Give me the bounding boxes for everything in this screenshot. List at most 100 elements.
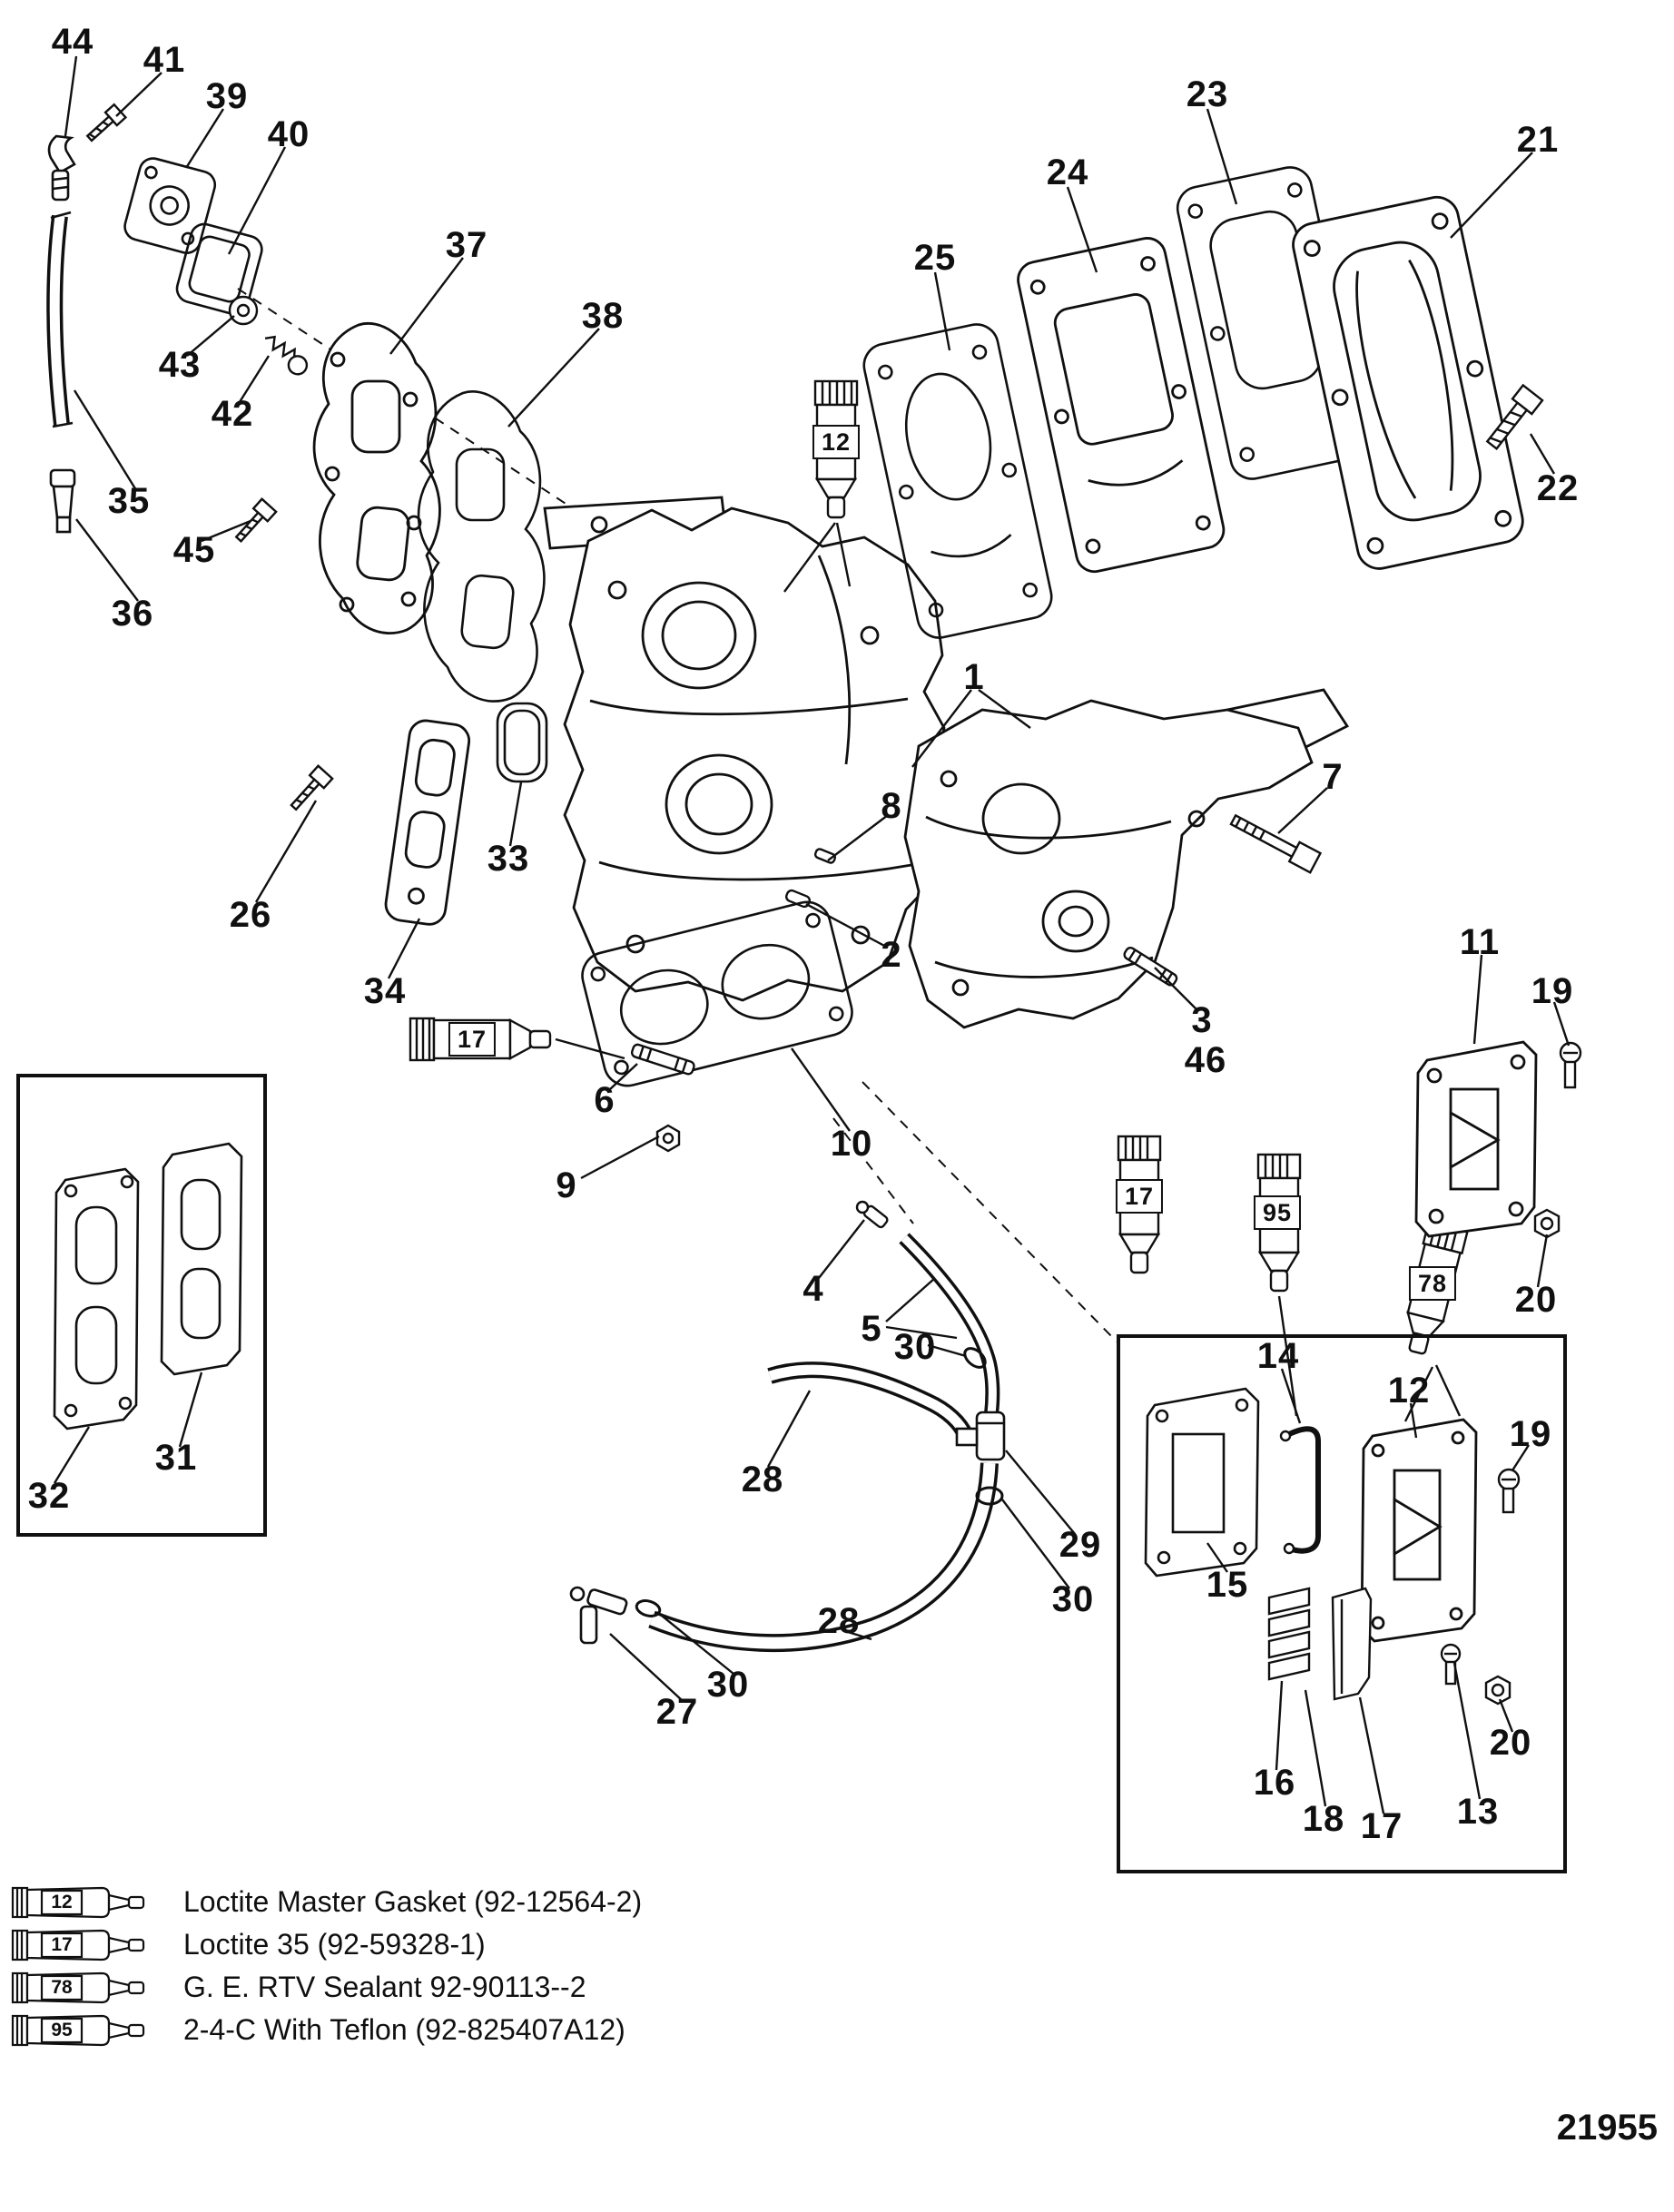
part-callout: 19 bbox=[1509, 1414, 1552, 1454]
part-callout: 38 bbox=[581, 296, 625, 336]
part-callout: 24 bbox=[1046, 152, 1089, 192]
screw-41 bbox=[85, 103, 128, 143]
manifold-gasket-38 bbox=[417, 390, 546, 703]
exhaust-divider-plate-24 bbox=[1017, 237, 1226, 574]
nut-20-lower bbox=[1484, 1675, 1512, 1706]
detail-box-left bbox=[16, 1074, 267, 1537]
part-callout: 29 bbox=[1059, 1525, 1102, 1565]
fuel-pump-cover-39 bbox=[123, 157, 217, 254]
part-callout: 14 bbox=[1256, 1336, 1300, 1376]
part-callout: 25 bbox=[913, 238, 957, 278]
sealant-tube-label: 17 bbox=[448, 1022, 497, 1057]
drawing-number: 21955 bbox=[1556, 2108, 1658, 2148]
sealant-tube-label: 12 bbox=[812, 425, 861, 459]
hose-5 bbox=[899, 1233, 1000, 1415]
part-callout: 35 bbox=[107, 481, 151, 521]
legend-entry-text: Loctite Master Gasket (92-12564-2) bbox=[183, 1885, 643, 1918]
exhaust-inner-gasket-25 bbox=[862, 323, 1053, 639]
part-callout: 28 bbox=[741, 1460, 784, 1499]
hose-clamps-30 bbox=[635, 1347, 1004, 1617]
sealant-tube-icon: 17 bbox=[11, 1929, 145, 1961]
part-callout: 37 bbox=[445, 225, 488, 265]
screw-19-lower bbox=[1497, 1468, 1521, 1514]
baffle-plate-34 bbox=[384, 719, 471, 926]
part-callout: 13 bbox=[1456, 1792, 1500, 1832]
seal-33 bbox=[496, 702, 548, 783]
fuel-hose-35 bbox=[46, 211, 74, 428]
part-callout: 43 bbox=[158, 345, 202, 385]
reed-block-11 bbox=[1414, 1040, 1538, 1238]
leader-lines bbox=[53, 55, 1571, 1814]
part-callout: 12 bbox=[1387, 1371, 1431, 1411]
bolt-22 bbox=[1485, 383, 1544, 450]
svg-text:78: 78 bbox=[51, 1977, 73, 1998]
elbow-27 bbox=[569, 1586, 628, 1645]
screw-45 bbox=[234, 497, 278, 543]
nut-20-upper bbox=[1533, 1208, 1561, 1239]
part-callout: 16 bbox=[1253, 1763, 1296, 1803]
part-callout: 40 bbox=[267, 114, 310, 154]
exhaust-manifold-plate-37 bbox=[312, 322, 441, 634]
part-callout: 22 bbox=[1536, 468, 1580, 508]
part-callout: 10 bbox=[830, 1124, 873, 1164]
part-callout: 32 bbox=[27, 1476, 71, 1516]
part-callout: 19 bbox=[1531, 971, 1574, 1011]
legend-entry-text: Loctite 35 (92-59328-1) bbox=[183, 1928, 486, 1961]
part-callout: 6 bbox=[594, 1080, 615, 1120]
part-callout: 28 bbox=[817, 1601, 861, 1641]
part-callout: 26 bbox=[229, 895, 272, 935]
part-callout: 8 bbox=[881, 786, 902, 826]
valve-spring-42 bbox=[264, 335, 309, 376]
part-callout: 46 bbox=[1184, 1040, 1227, 1080]
part-callout: 30 bbox=[1051, 1579, 1095, 1619]
part-callout: 33 bbox=[487, 839, 530, 879]
part-callout: 42 bbox=[211, 394, 254, 434]
fitting-4 bbox=[855, 1200, 889, 1229]
legend-entry-text: 2-4-C With Teflon (92-825407A12) bbox=[183, 2013, 625, 2046]
sealant-tube-icon: 78 bbox=[11, 1971, 145, 2003]
part-callout: 18 bbox=[1302, 1799, 1345, 1839]
screw-19-upper bbox=[1559, 1041, 1582, 1089]
part-callout: 27 bbox=[655, 1692, 699, 1732]
reed-stop-17 bbox=[1331, 1587, 1373, 1701]
part-callout: 20 bbox=[1514, 1280, 1558, 1320]
gasket-31 bbox=[160, 1142, 243, 1376]
part-callout: 36 bbox=[111, 594, 154, 634]
part-callout: 21 bbox=[1516, 120, 1560, 160]
sealant-tube-icon: 95 bbox=[11, 2014, 145, 2046]
wire-link-14 bbox=[1279, 1426, 1321, 1555]
part-callout: 11 bbox=[1459, 922, 1501, 962]
detail-box-right bbox=[1117, 1334, 1567, 1873]
pump-gasket-40 bbox=[175, 222, 263, 316]
gasket-15 bbox=[1144, 1387, 1260, 1578]
bolt-7 bbox=[1229, 813, 1323, 874]
part-callout: 30 bbox=[706, 1665, 750, 1705]
part-callout: 41 bbox=[143, 40, 186, 80]
tee-fitting-29 bbox=[955, 1411, 1006, 1461]
sealant-tube-label: 95 bbox=[1253, 1195, 1302, 1230]
part-callout: 44 bbox=[51, 22, 94, 62]
hose-28-upper bbox=[767, 1362, 974, 1440]
reed-block-12 bbox=[1360, 1418, 1478, 1643]
base-gasket-10 bbox=[581, 900, 853, 1087]
legend-entry-text: G. E. RTV Sealant 92-90113--2 bbox=[183, 1971, 586, 2003]
check-valve-43 bbox=[228, 295, 259, 326]
part-callout: 17 bbox=[1360, 1806, 1403, 1846]
svg-text:95: 95 bbox=[51, 2020, 73, 2040]
connector-fitting-36 bbox=[49, 468, 76, 534]
part-callout: 20 bbox=[1489, 1723, 1532, 1763]
exhaust-cover-21 bbox=[1292, 195, 1524, 570]
sealant-tube-label: 78 bbox=[1408, 1266, 1457, 1301]
part-callout: 5 bbox=[861, 1309, 882, 1349]
legend-row: 78 G. E. RTV Sealant 92-90113--2 bbox=[11, 1966, 642, 2009]
nut-9 bbox=[655, 1124, 681, 1153]
crankcase-cover-1 bbox=[903, 688, 1350, 1029]
sealant-tube-label: 17 bbox=[1115, 1179, 1164, 1214]
part-callout: 23 bbox=[1186, 74, 1229, 114]
part-callout: 9 bbox=[556, 1165, 577, 1205]
reed-petals-16-18 bbox=[1267, 1587, 1311, 1681]
